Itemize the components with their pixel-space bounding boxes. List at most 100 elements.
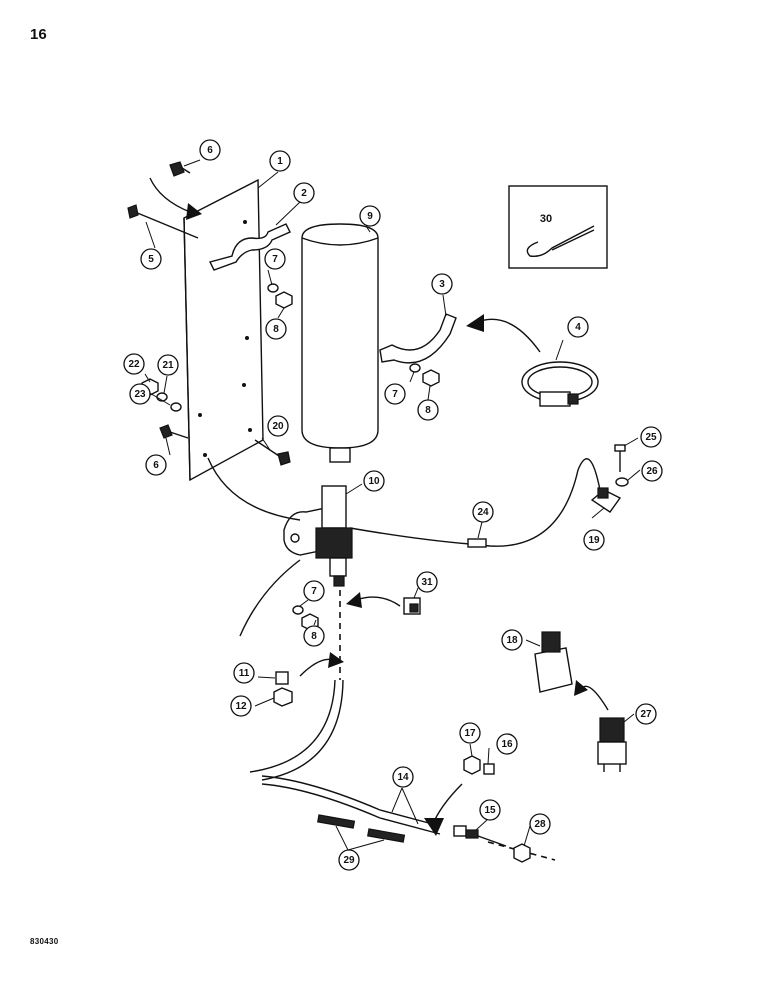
callout-circle [567, 316, 589, 338]
callout-c6a: 6 [199, 139, 221, 161]
callout-c31: 31 [416, 571, 438, 593]
callout-c3: 3 [431, 273, 453, 295]
bolt-5 [127, 204, 199, 239]
callout-number: 8 [273, 324, 279, 335]
callout-number: 18 [506, 635, 518, 646]
callout-circle [303, 580, 325, 602]
callout-number: 5 [148, 254, 154, 265]
callout-circle [267, 415, 289, 437]
callout-number: 29 [343, 855, 355, 866]
callout-c23: 23 [129, 383, 151, 405]
callout-circle [479, 799, 501, 821]
install-arrow-bolt [149, 177, 191, 213]
callout-circle [303, 625, 325, 647]
callout-number: 7 [392, 389, 398, 400]
bolt-25 [614, 444, 626, 472]
sleeve-29-right [367, 828, 406, 843]
strap-2 [208, 223, 291, 271]
callout-c20: 20 [267, 415, 289, 437]
callout-c2: 2 [293, 182, 315, 204]
bolt-20 [254, 439, 291, 466]
callout-number: 23 [134, 389, 146, 400]
callout-c7c: 7 [303, 580, 325, 602]
callout-c8c: 8 [303, 625, 325, 647]
bracket-and-pressure-switch-10 [283, 485, 353, 587]
callout-c8b: 8 [417, 399, 439, 421]
callout-number: 14 [397, 772, 409, 783]
callout-circle [269, 150, 291, 172]
callout-c9: 9 [359, 205, 381, 227]
callout-c12: 12 [230, 695, 252, 717]
callout-number: 31 [421, 577, 433, 588]
bolt-6-top [169, 161, 191, 177]
callout-circle [641, 460, 663, 482]
nut-12 [273, 687, 293, 707]
callout-number: 1 [277, 156, 283, 167]
callout-number: 17 [464, 728, 476, 739]
hose-clamp-4 [521, 361, 599, 407]
ground-wire [207, 457, 301, 521]
callout-circle [640, 426, 662, 448]
callout-number: 6 [207, 145, 213, 156]
callout-c5: 5 [140, 248, 162, 270]
callout-number: 2 [301, 188, 307, 199]
callout-c25: 25 [640, 426, 662, 448]
callout-circle [129, 383, 151, 405]
callout-c18: 18 [501, 629, 523, 651]
callout-labels: 1234566777888910111214151617181920212223… [123, 139, 663, 871]
washer-7-mid [409, 363, 421, 373]
pushbutton-27 [597, 717, 627, 772]
switch-18 [534, 631, 573, 693]
leader-lines [144, 159, 641, 851]
callout-number: 24 [477, 507, 489, 518]
callout-c26: 26 [641, 460, 663, 482]
callout-number: 7 [311, 586, 317, 597]
callout-number: 3 [439, 279, 445, 290]
mounting-plate [183, 178, 264, 482]
callout-number: 11 [239, 668, 250, 679]
washer-26 [615, 477, 629, 487]
callout-circle [431, 273, 453, 295]
washer-7-bottom [292, 605, 304, 615]
callout-c16: 16 [496, 733, 518, 755]
callout-circle [635, 703, 657, 725]
nut-8-top [275, 291, 293, 309]
strap-3 [379, 313, 457, 364]
callout-number: 26 [646, 466, 658, 477]
callout-number: 28 [534, 819, 546, 830]
kit-box-label: 30 [540, 213, 552, 225]
wire-harness [349, 458, 601, 547]
callout-c24: 24 [472, 501, 494, 523]
callout-number: 4 [575, 322, 581, 333]
fitting-15 [453, 825, 507, 847]
drawing-code: 830430 [30, 937, 59, 946]
tubing-14-upper [249, 679, 336, 773]
canister-9 [301, 223, 379, 463]
sleeve-16 [483, 763, 495, 775]
callout-number: 25 [645, 432, 657, 443]
callout-number: 22 [128, 359, 140, 370]
callout-number: 6 [153, 460, 159, 471]
callout-number: 7 [272, 254, 278, 265]
callout-circle [140, 248, 162, 270]
callout-c22: 22 [123, 353, 145, 375]
callout-c15: 15 [479, 799, 501, 821]
callout-c19: 19 [583, 529, 605, 551]
callout-number: 21 [162, 360, 174, 371]
callout-circle [417, 399, 439, 421]
cable-tie-icon [526, 225, 595, 258]
callout-circle [199, 139, 221, 161]
tubing-14 [261, 775, 441, 827]
tubing-14-upper-edge [261, 679, 344, 781]
bolt-6-bottom [159, 424, 189, 439]
callout-number: 19 [588, 535, 600, 546]
callout-circle [384, 383, 406, 405]
tubing-14-edge [261, 783, 441, 835]
callout-c28: 28 [529, 813, 551, 835]
callout-number: 9 [367, 211, 373, 222]
page-number: 16 [30, 26, 47, 43]
callout-c14: 14 [392, 766, 414, 788]
callout-circle [230, 695, 252, 717]
callout-c6b: 6 [145, 454, 167, 476]
